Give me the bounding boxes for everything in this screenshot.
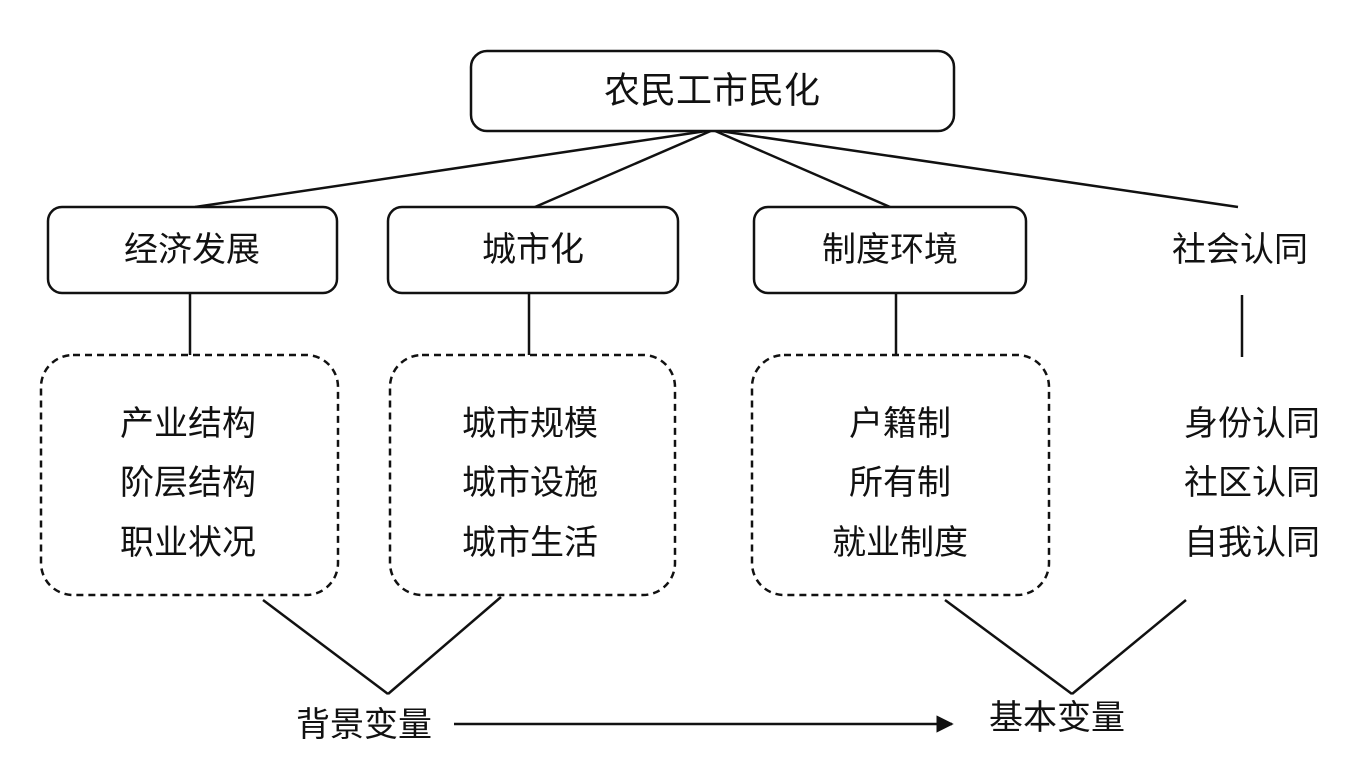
category-label-urbanization: 城市化	[482, 230, 584, 270]
bottom-row: 背景变量 基本变量	[296, 698, 1125, 745]
category-label-identity: 社会认同	[1172, 230, 1308, 270]
items-box-urbanization	[388, 353, 677, 597]
category-institution: 制度环境	[752, 205, 1028, 295]
category-urbanization: 城市化	[386, 205, 680, 295]
background-variable-label: 背景变量	[296, 705, 432, 745]
item-urbanization-1: 城市规模	[462, 404, 598, 444]
item-urbanization-2: 城市设施	[462, 463, 598, 503]
stem-connectors	[188, 293, 1244, 357]
item-economy-1: 产业结构	[120, 404, 256, 444]
bottom-connectors	[262, 596, 1187, 696]
category-label-institution: 制度环境	[822, 230, 958, 270]
category-box-institution	[752, 205, 1028, 295]
item-identity-3: 自我认同	[1184, 523, 1320, 563]
root-node: 农民工市民化	[469, 49, 956, 133]
items-box-institution	[750, 353, 1051, 597]
category-economy: 经济发展	[46, 205, 339, 295]
item-institution-3: 就业制度	[832, 523, 968, 563]
root-label: 农民工市民化	[604, 71, 820, 112]
items-group-economy: 产业结构 阶层结构 职业状况	[39, 353, 340, 597]
item-institution-1: 户籍制	[849, 404, 951, 444]
connector-root-urbanization	[534, 128, 714, 209]
item-institution-2: 所有制	[849, 463, 951, 503]
item-economy-2: 阶层结构	[120, 463, 256, 503]
connector-basic-left	[944, 598, 1073, 696]
connector-root-economy	[194, 128, 714, 209]
item-urbanization-3: 城市生活	[462, 523, 598, 563]
category-label-economy: 经济发展	[124, 230, 260, 270]
category-box-urbanization	[386, 205, 680, 295]
items-group-urbanization: 城市规模 城市设施 城市生活	[388, 353, 677, 597]
connector-background-right	[387, 596, 502, 695]
category-box-economy	[46, 205, 339, 295]
basic-variable-label: 基本变量	[989, 698, 1125, 738]
connector-root-institution	[712, 128, 891, 209]
items-box-economy	[39, 353, 340, 597]
item-identity-2: 社区认同	[1184, 463, 1320, 503]
item-identity-1: 身份认同	[1184, 404, 1320, 444]
items-group-institution: 户籍制 所有制 就业制度	[750, 353, 1051, 597]
item-economy-3: 职业状况	[120, 523, 256, 563]
connector-root-identity	[712, 128, 1239, 209]
category-identity: 社会认同	[1172, 230, 1308, 270]
items-group-identity: 身份认同 社区认同 自我认同	[1184, 404, 1320, 563]
connector-basic-right	[1071, 599, 1187, 695]
root-connectors	[194, 128, 1239, 209]
root-box	[469, 49, 956, 133]
connector-background-left	[262, 599, 389, 695]
